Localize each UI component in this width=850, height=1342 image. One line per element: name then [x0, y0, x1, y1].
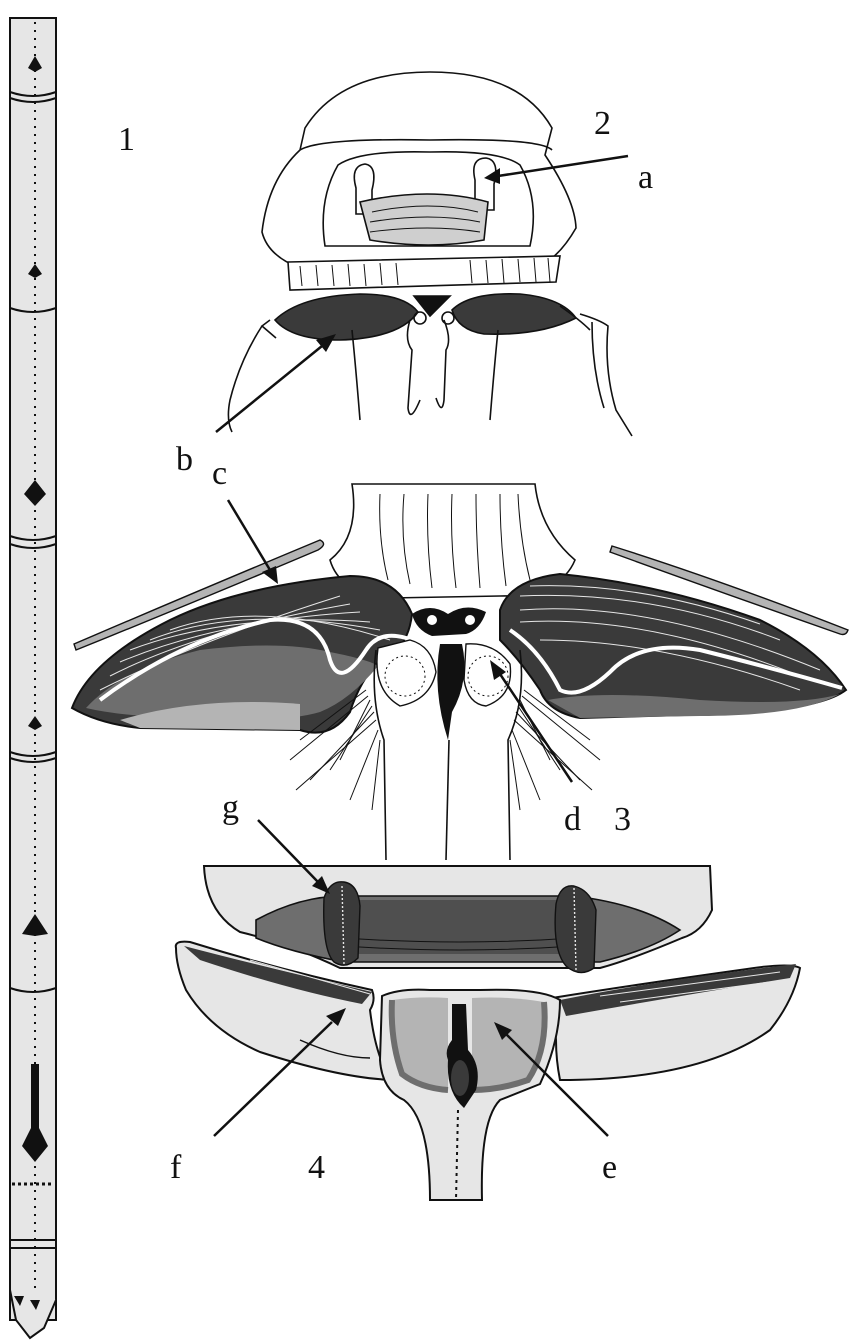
panel-label-3: 3: [614, 801, 631, 838]
callout-label-e: e: [602, 1149, 617, 1186]
panel-3-middle-joint: [72, 484, 848, 860]
arrow-c: [228, 500, 270, 570]
callout-label-a: a: [638, 159, 653, 196]
panel-label-1: 1: [118, 121, 135, 158]
arrow-b: [216, 346, 322, 432]
panel-label-4: 4: [308, 1149, 325, 1186]
callout-label-g: g: [222, 789, 239, 826]
panel-1-segmented-rod: [10, 18, 56, 1338]
panel-2-upper-joint: [228, 72, 632, 436]
callout-label-d: d: [564, 801, 581, 838]
callout-label-b: b: [176, 441, 193, 478]
callout-label-f: f: [170, 1149, 182, 1186]
panel-4-lower-joint: [176, 866, 800, 1200]
callout-label-c: c: [212, 455, 227, 492]
panel-label-2: 2: [594, 105, 611, 142]
